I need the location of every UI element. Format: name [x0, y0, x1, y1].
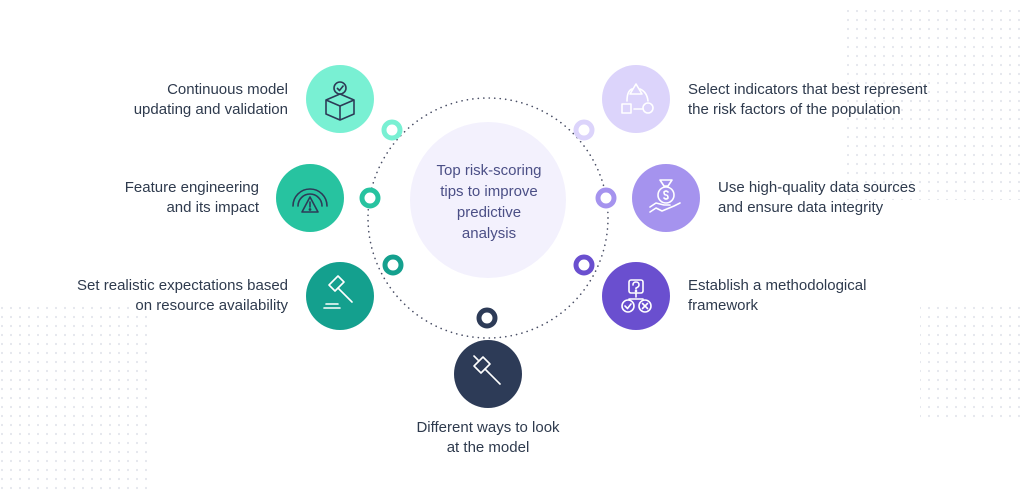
gavel-icon: [323, 275, 353, 309]
label-line: Use high-quality data sources: [718, 179, 916, 196]
label-line: Select indicators that best represent: [688, 81, 928, 98]
label-high-quality-data: Use high-quality data sources and ensure…: [718, 178, 998, 218]
icon-circle-different-ways: [454, 340, 522, 408]
ring-marker-continuous-model: [381, 119, 403, 141]
ring-marker-feature-engineering: [359, 187, 381, 209]
label-line: the risk factors of the population: [688, 101, 901, 118]
ring-marker-high-quality-data: [595, 187, 617, 209]
ring-marker-realistic-expectations: [382, 254, 404, 276]
label-select-indicators: Select indicators that best represent th…: [688, 80, 988, 120]
dot-pattern-bottom-right: [920, 300, 1020, 420]
label-line: Feature engineering: [124, 179, 259, 196]
label-continuous-model: Continuous model updating and validation: [28, 80, 288, 120]
center-circle: [410, 122, 566, 278]
dot-pattern-top-right: [840, 10, 1020, 200]
ring-marker-different-ways: [476, 307, 498, 329]
label-line: at the model: [446, 439, 530, 456]
center-title: Top risk-scoring tips to improve predict…: [412, 160, 566, 244]
dotted-ring: [367, 97, 609, 339]
center-title-line: predictive: [456, 204, 522, 221]
label-line: updating and validation: [133, 101, 288, 118]
label-line: Different ways to look: [416, 419, 560, 436]
hammer-icon: [473, 355, 501, 385]
icon-circle-methodological-framework: [602, 262, 670, 330]
label-different-ways: Different ways to look at the model: [378, 418, 598, 458]
process-cycle-icon: [621, 83, 654, 114]
label-line: on resource availability: [135, 297, 288, 314]
center-title-line: analysis: [461, 225, 517, 242]
icon-circle-realistic-expectations: [306, 262, 374, 330]
box-check-icon: [325, 81, 355, 121]
ring-marker-select-indicators: [573, 119, 595, 141]
label-realistic-expectations: Set realistic expectations based on reso…: [28, 276, 288, 316]
question-check-cross-icon: [621, 279, 652, 313]
label-line: framework: [688, 297, 759, 314]
icon-circle-feature-engineering: [276, 164, 344, 232]
label-methodological-framework: Establish a methodological framework: [688, 276, 968, 316]
icon-circle-high-quality-data: [632, 164, 700, 232]
label-line: and ensure data integrity: [718, 199, 884, 216]
label-line: Establish a methodological: [688, 277, 867, 294]
center-title-line: tips to improve: [440, 183, 538, 200]
gauge-warning-icon: [292, 188, 328, 213]
dot-pattern-bottom-left: [0, 300, 150, 495]
icon-circle-continuous-model: [306, 65, 374, 133]
center-title-line: Top risk-scoring: [436, 162, 542, 179]
hand-money-icon: [649, 179, 681, 213]
label-feature-engineering: Feature engineering and its impact: [19, 178, 259, 218]
label-line: and its impact: [166, 199, 259, 216]
label-line: Continuous model: [167, 81, 288, 98]
icon-circle-select-indicators: [602, 65, 670, 133]
ring-marker-methodological-framework: [573, 254, 595, 276]
label-line: Set realistic expectations based: [77, 277, 288, 294]
